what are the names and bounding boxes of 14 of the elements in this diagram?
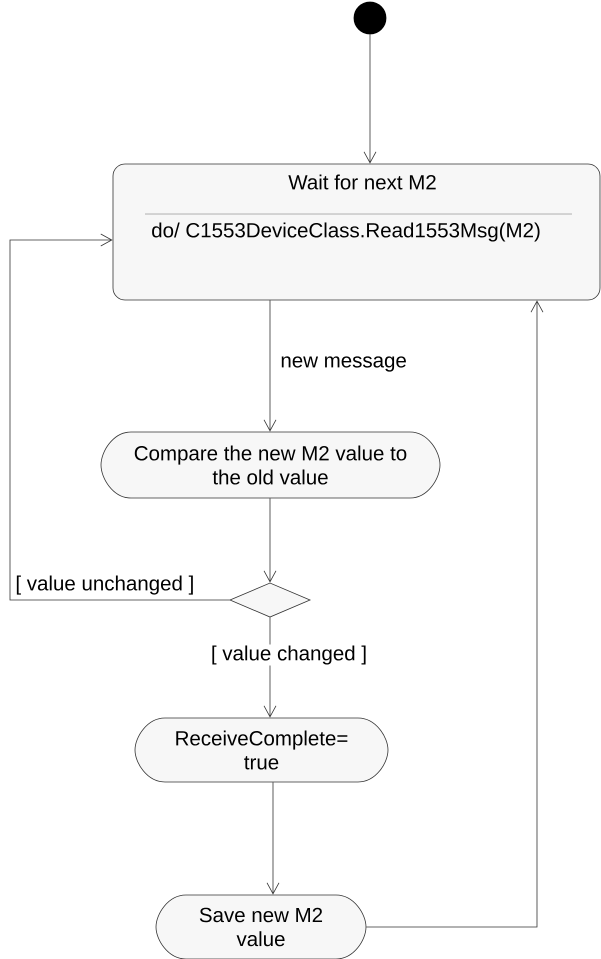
action-state: Save new M2 value bbox=[156, 894, 366, 959]
arrow bbox=[266, 782, 280, 895]
edge-label: new message bbox=[282, 356, 406, 372]
edge-label: [ value unchanged ] bbox=[16, 576, 193, 595]
arrow bbox=[264, 300, 276, 432]
action-state: ReceiveComplete= true bbox=[134, 718, 388, 782]
action-state: Compare the new M2 value to the old value bbox=[100, 432, 440, 498]
state-box: Wait for next M2 do/ C1553DeviceClass.Read1553Msg(M2) bbox=[112, 164, 600, 300]
start-node bbox=[354, 2, 386, 34]
arrow bbox=[366, 300, 544, 928]
edge-label: [ value changed ] bbox=[210, 644, 368, 666]
arrow bbox=[10, 234, 230, 600]
arrow bbox=[364, 34, 376, 164]
arrow bbox=[264, 498, 276, 583]
